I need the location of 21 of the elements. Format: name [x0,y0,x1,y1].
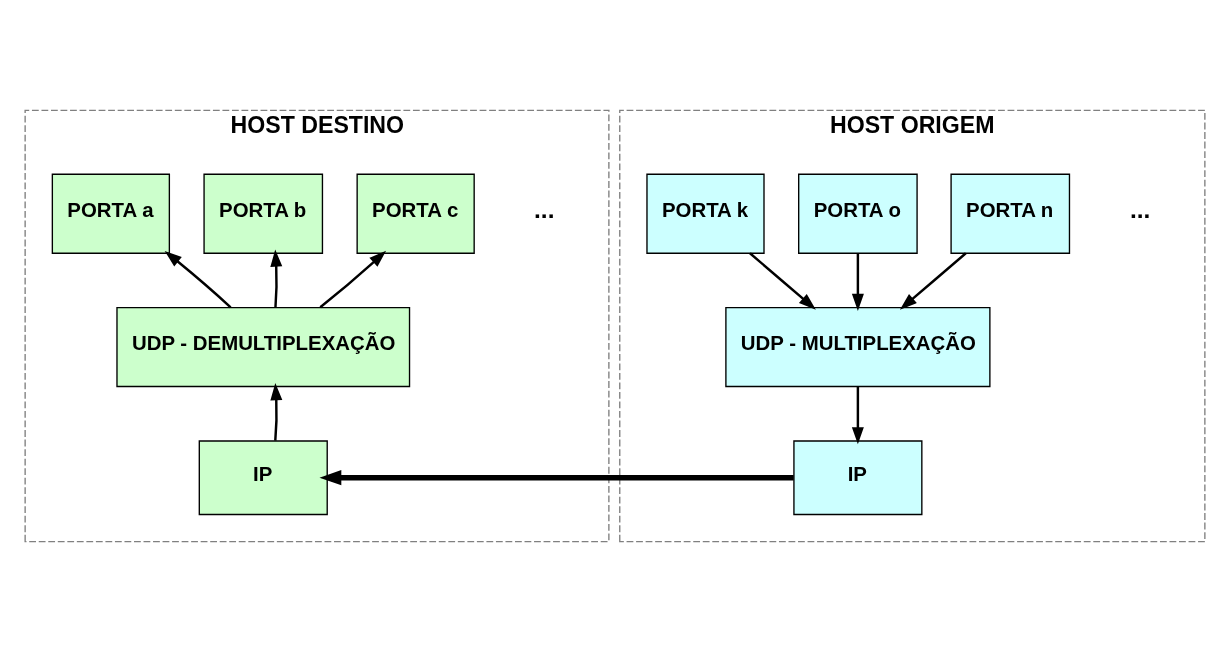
node-box: IP [793,440,923,516]
arrow [851,386,864,445]
node-box: IP [198,440,328,516]
node-box: UDP - DEMULTIPLEXAÇÃO [116,306,411,388]
node-box: PORTA b [203,173,324,254]
node-box: UDP - MULTIPLEXAÇÃO [725,306,991,388]
arrow [164,250,232,309]
node-box: PORTA n [950,173,1071,254]
node-box: PORTA c [356,173,475,254]
node-box: PORTA k [646,173,765,254]
arrow [749,252,816,310]
arrow [270,249,283,308]
arrow [319,470,794,486]
arrow [270,383,283,441]
label: ... [534,196,555,224]
node-box: PORTA o [798,173,918,254]
arrow [899,252,967,310]
arrow [319,250,387,309]
arrow [851,253,864,312]
node-box: PORTA a [51,173,171,254]
label: ... [1130,196,1151,224]
